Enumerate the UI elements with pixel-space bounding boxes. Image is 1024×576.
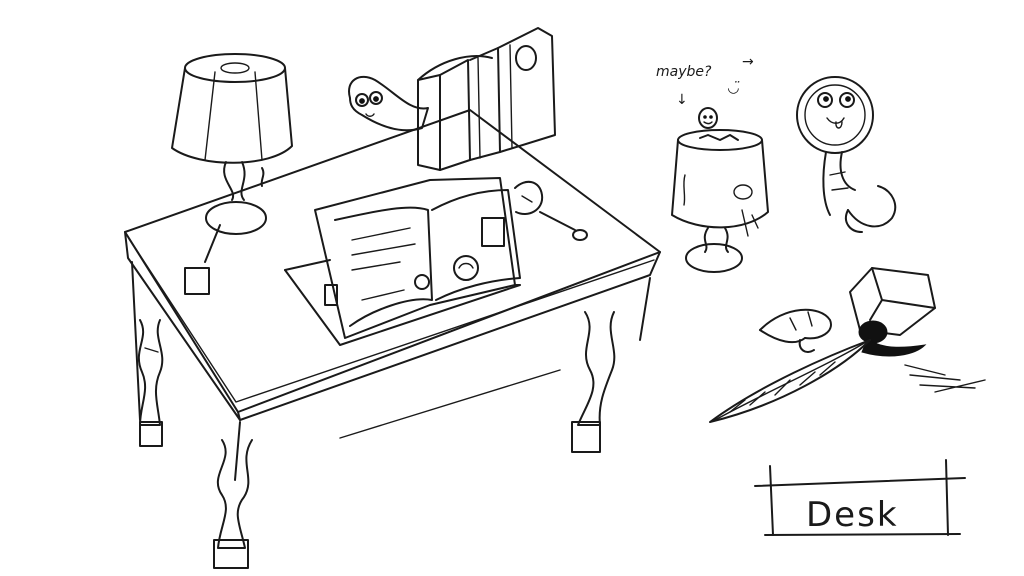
desk-lamp bbox=[171, 53, 293, 295]
books-stack bbox=[417, 27, 556, 171]
desk-title-label: Desk bbox=[806, 495, 899, 535]
annotation-arrow-right: → bbox=[742, 54, 754, 70]
bookworm-character bbox=[348, 75, 429, 132]
open-book bbox=[284, 177, 588, 346]
desk-title-frame bbox=[754, 459, 966, 536]
mirror-worm-character bbox=[796, 76, 897, 233]
annotation-maybe: maybe? bbox=[656, 64, 712, 80]
annotation-smiley: ◡̈ bbox=[728, 80, 740, 96]
ink-bottle-quill bbox=[709, 267, 986, 423]
annotation-arrow-down: ↓ bbox=[676, 92, 688, 108]
desk bbox=[124, 109, 661, 569]
lamp-character bbox=[671, 107, 769, 273]
